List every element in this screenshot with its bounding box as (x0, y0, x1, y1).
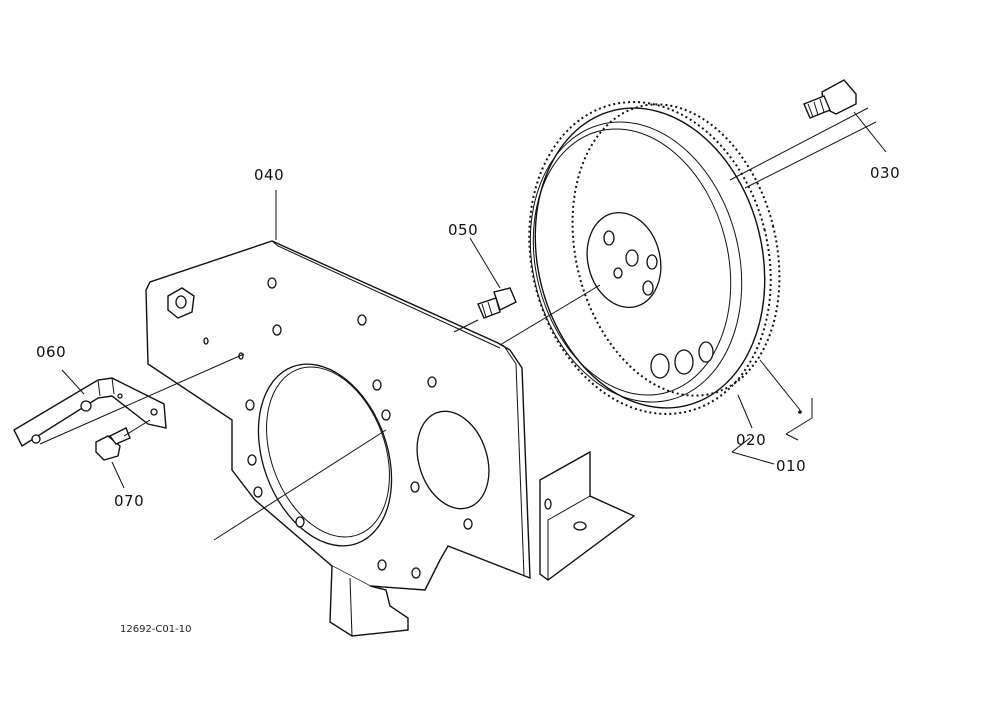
flywheel-bolt-030 (803, 79, 857, 119)
label-060: 060 (36, 343, 66, 361)
label-050: 050 (448, 221, 478, 239)
flywheel (528, 101, 781, 415)
plate-bolt-050 (477, 287, 517, 319)
label-010: 010 (776, 457, 806, 475)
plate-foot-bracket (539, 450, 636, 581)
engine-plate (145, 240, 636, 637)
plate-large-opening (257, 363, 393, 547)
assembly-lines (39, 107, 877, 541)
plate-small-opening (416, 410, 490, 510)
label-020: 020 (736, 431, 766, 449)
part-labels: 040 050 030 060 070 020 010 12692-C01-10 (36, 164, 900, 635)
label-070: 070 (114, 492, 144, 510)
leader-lines (61, 111, 887, 489)
plate-bottom-tab (329, 565, 409, 637)
bolt-070 (95, 427, 131, 461)
bracket-060 (13, 377, 167, 448)
plate-bolt-holes (203, 277, 473, 579)
label-030: 030 (870, 164, 900, 182)
figure-code: 12692-C01-10 (120, 624, 191, 635)
plate-weld-nut (167, 287, 195, 319)
label-040: 040 (254, 166, 284, 184)
